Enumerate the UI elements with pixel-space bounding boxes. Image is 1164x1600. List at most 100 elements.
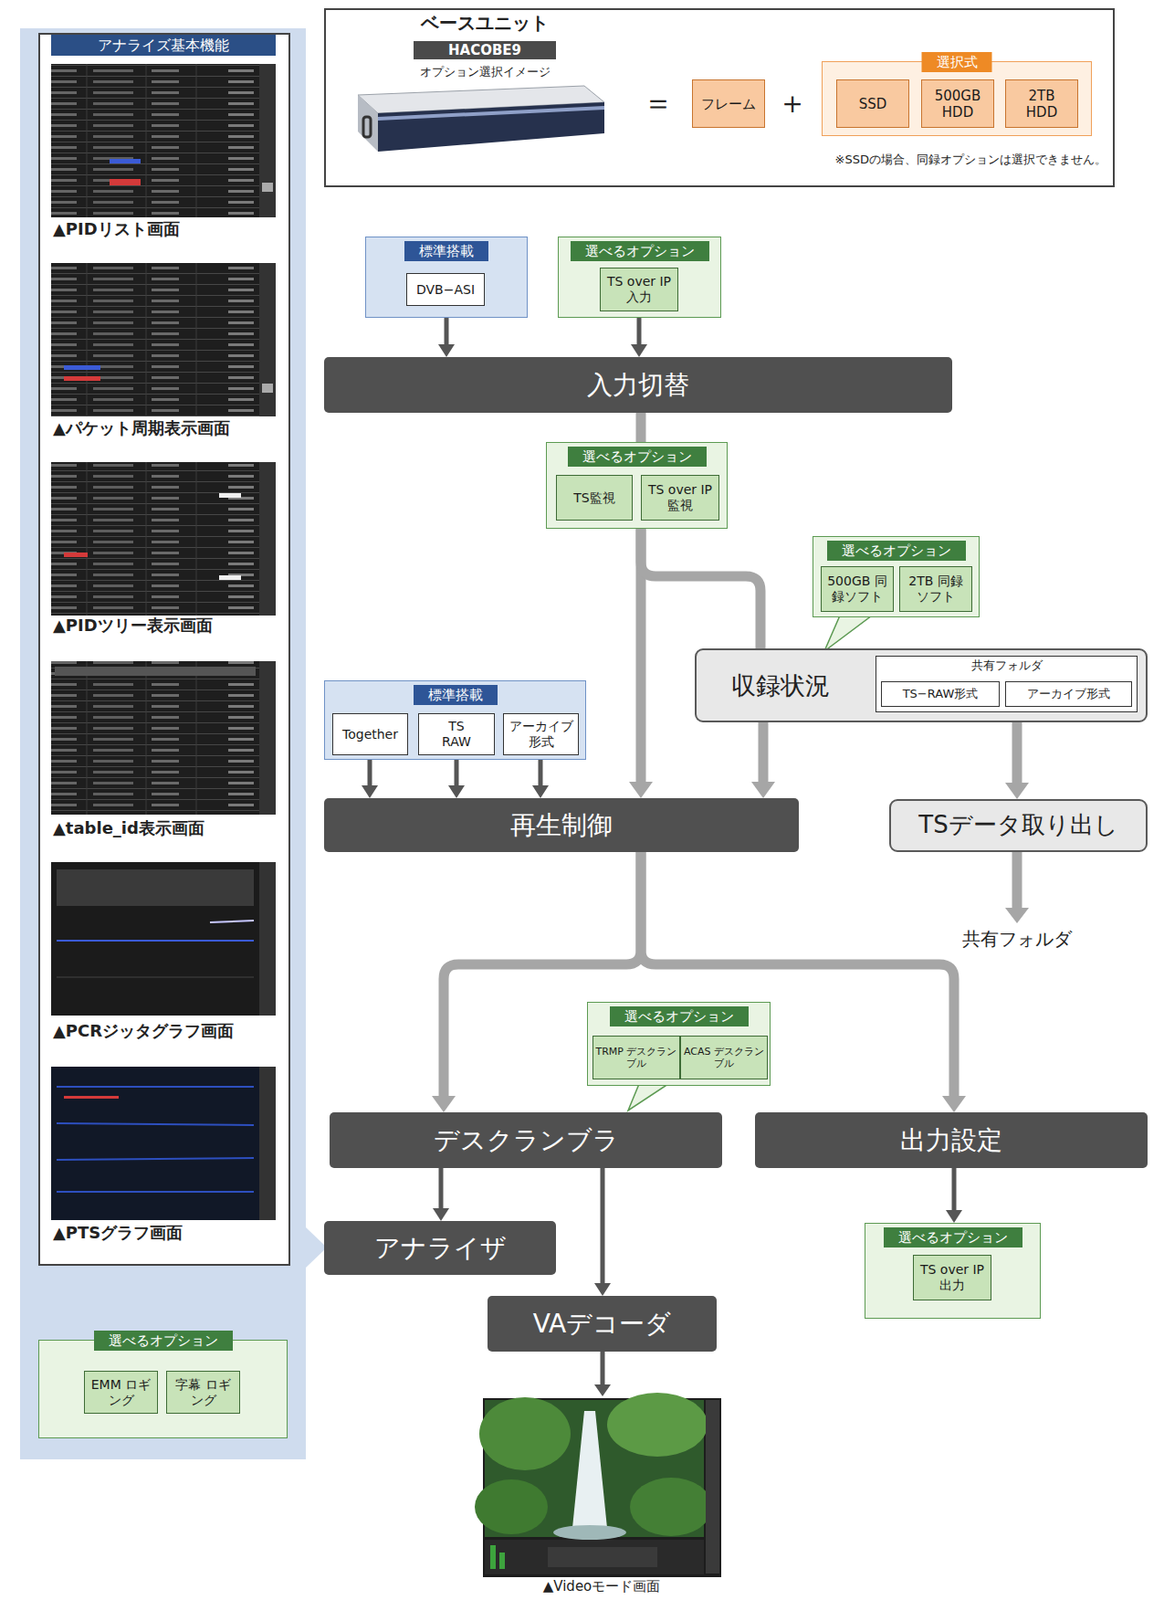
option-group: 選べるオプションEMM ロギング字幕 ロギング — [38, 1339, 288, 1438]
flow-connector — [945, 1167, 963, 1223]
text-holder: 標準搭載 — [413, 684, 498, 705]
text-holder: 選べるオプション — [567, 446, 707, 467]
standard-box: Together — [332, 713, 409, 756]
connector-line — [636, 412, 647, 442]
node-text: アーカイブ 形式 — [507, 718, 575, 750]
folder-box: 共有フォルダ TS−RAW形式 アーカイブ形式 — [875, 655, 1138, 713]
panel-box: アナライズ基本機能▲PIDリスト画面▲パケット周期表示画面▲PIDツリー表示画面… — [38, 32, 291, 1266]
standard-box: TS RAW — [418, 713, 495, 756]
node-text: 2TB HDD — [1026, 87, 1058, 121]
arrow-head — [361, 785, 378, 798]
standard-group: 標準搭載Together TS RAW アーカイブ 形式 — [324, 680, 587, 760]
select-box: 2TB HDD — [1005, 79, 1079, 128]
connector-line — [637, 317, 642, 346]
screen-caption: ▲table_id表示画面 — [52, 817, 205, 839]
flow-connector — [594, 1167, 611, 1296]
flow-connector — [640, 528, 761, 649]
node-text: TS over IP 入力 — [604, 273, 674, 305]
flow-connector — [361, 755, 378, 798]
process-bar: 入力切替 — [324, 356, 953, 413]
panel-ground — [38, 32, 291, 1266]
flow-connector — [1005, 722, 1029, 799]
standard-group: 標準搭載 DVB−ASI — [365, 236, 528, 318]
standard-box: DVB−ASI — [406, 272, 485, 306]
node-text: TRMP デスクランブル — [595, 1045, 678, 1070]
connector-line — [367, 755, 373, 787]
screen-caption: ▲パケット周期表示画面 — [52, 418, 231, 439]
node-text: 字幕 ロギング — [170, 1376, 236, 1408]
node-text: アーカイブ形式 — [1027, 686, 1111, 702]
label-holder: ※SSDの場合、同録オプションは選択できません。 — [835, 152, 1107, 168]
arrow-head — [432, 1207, 450, 1221]
flow-connector — [438, 317, 455, 357]
screen-caption: ▲PIDリスト画面 — [52, 219, 180, 240]
process-bar: 出力設定 — [755, 1111, 1148, 1168]
node-text: TS over IP 出力 — [917, 1261, 987, 1293]
node-text: ACAS デスクランブル — [682, 1045, 766, 1070]
text-holder: オプション選択イメージ — [419, 64, 551, 80]
option-box: TRMP デスクランブル — [592, 1035, 681, 1080]
group-heading: 選べるオプション — [883, 1226, 1023, 1248]
box-heading: 共有フォルダ — [876, 658, 1137, 673]
flow-connector — [630, 317, 648, 357]
option-box: EMM ロギング — [83, 1370, 158, 1414]
format-box: TS−RAW形式 — [880, 681, 1000, 707]
node-text: TS−RAW形式 — [902, 686, 979, 702]
option-box: TS監視 — [555, 474, 633, 521]
option-box: TS over IP 出力 — [912, 1254, 992, 1301]
connector-line — [538, 755, 544, 787]
text-holder: ▲PTSグラフ画面 — [52, 1222, 183, 1243]
option-group: 選べるオプション500GB 同録ソフト2TB 同録ソフト — [812, 535, 980, 618]
connector-line — [444, 317, 450, 346]
label-holder: ＋ — [776, 83, 808, 122]
connector-line — [640, 528, 761, 649]
node-text: 500GB HDD — [934, 87, 982, 121]
node-text: 500GB 同録ソフト — [825, 573, 890, 605]
unit-text: HACOBE9 — [413, 41, 556, 60]
node-text: VAデコーダ — [533, 1308, 672, 1340]
select-group: 選択式SSD500GB HDD2TB HDD — [821, 61, 1092, 137]
option-group: 選べるオプション TRMP デスクランブルACAS デスクランブル — [587, 1001, 771, 1086]
status-box: 収録状況 共有フォルダ TS−RAW形式 アーカイブ形式 — [694, 648, 1148, 723]
node-text: SSD — [859, 95, 888, 113]
text-holder: 標準搭載 — [404, 241, 489, 262]
option-box: 字幕 ロギング — [166, 1370, 241, 1414]
arrow-head — [629, 781, 653, 798]
option-box: TS over IP 監視 — [640, 474, 720, 521]
label-text: ※SSDの場合、同録オプションは選択できません。 — [835, 152, 1107, 168]
label-text: 共有フォルダ — [962, 927, 1072, 950]
output-arrow — [594, 1351, 611, 1396]
screenshot — [51, 861, 276, 1016]
screenshot — [51, 660, 276, 815]
node-text: 入力切替 — [587, 369, 690, 401]
text-holder: 選べるオプション — [883, 1226, 1023, 1248]
node-text: TS over IP 監視 — [645, 482, 715, 514]
connector-line — [600, 1167, 606, 1284]
process-bar: アナライザ — [324, 1220, 556, 1275]
node-text: DVB−ASI — [416, 282, 475, 298]
flow-connector — [448, 755, 465, 798]
flow-connector — [532, 755, 549, 798]
select-box: SSD — [836, 79, 910, 128]
arrow-head — [945, 1209, 963, 1223]
option-group: 選べるオプション TS over IP 出力 — [864, 1222, 1041, 1319]
select-box: 500GB HDD — [921, 79, 995, 128]
text-holder: HACOBE9 — [413, 41, 556, 60]
label-holder: ▲Videoモード画面 — [543, 1577, 661, 1594]
device-picture — [357, 85, 605, 152]
arrow-head — [532, 785, 549, 798]
screenshot — [51, 262, 276, 417]
text-holder: 収録状況 — [731, 671, 830, 701]
text-holder: 選べるオプション — [609, 1006, 749, 1027]
panel-heading: アナライズ基本機能 — [51, 34, 276, 56]
unit-text: オプション選択イメージ — [419, 64, 551, 80]
node-text: TS RAW — [441, 718, 472, 750]
callout-tail — [824, 615, 872, 651]
screenshot — [51, 461, 276, 616]
node-text: EMM ロギング — [88, 1376, 154, 1408]
label-text: ＝ — [642, 83, 674, 122]
node-text: フレーム — [701, 95, 756, 113]
callout-tail — [628, 1083, 669, 1111]
process-bar: 再生制御 — [324, 797, 799, 852]
